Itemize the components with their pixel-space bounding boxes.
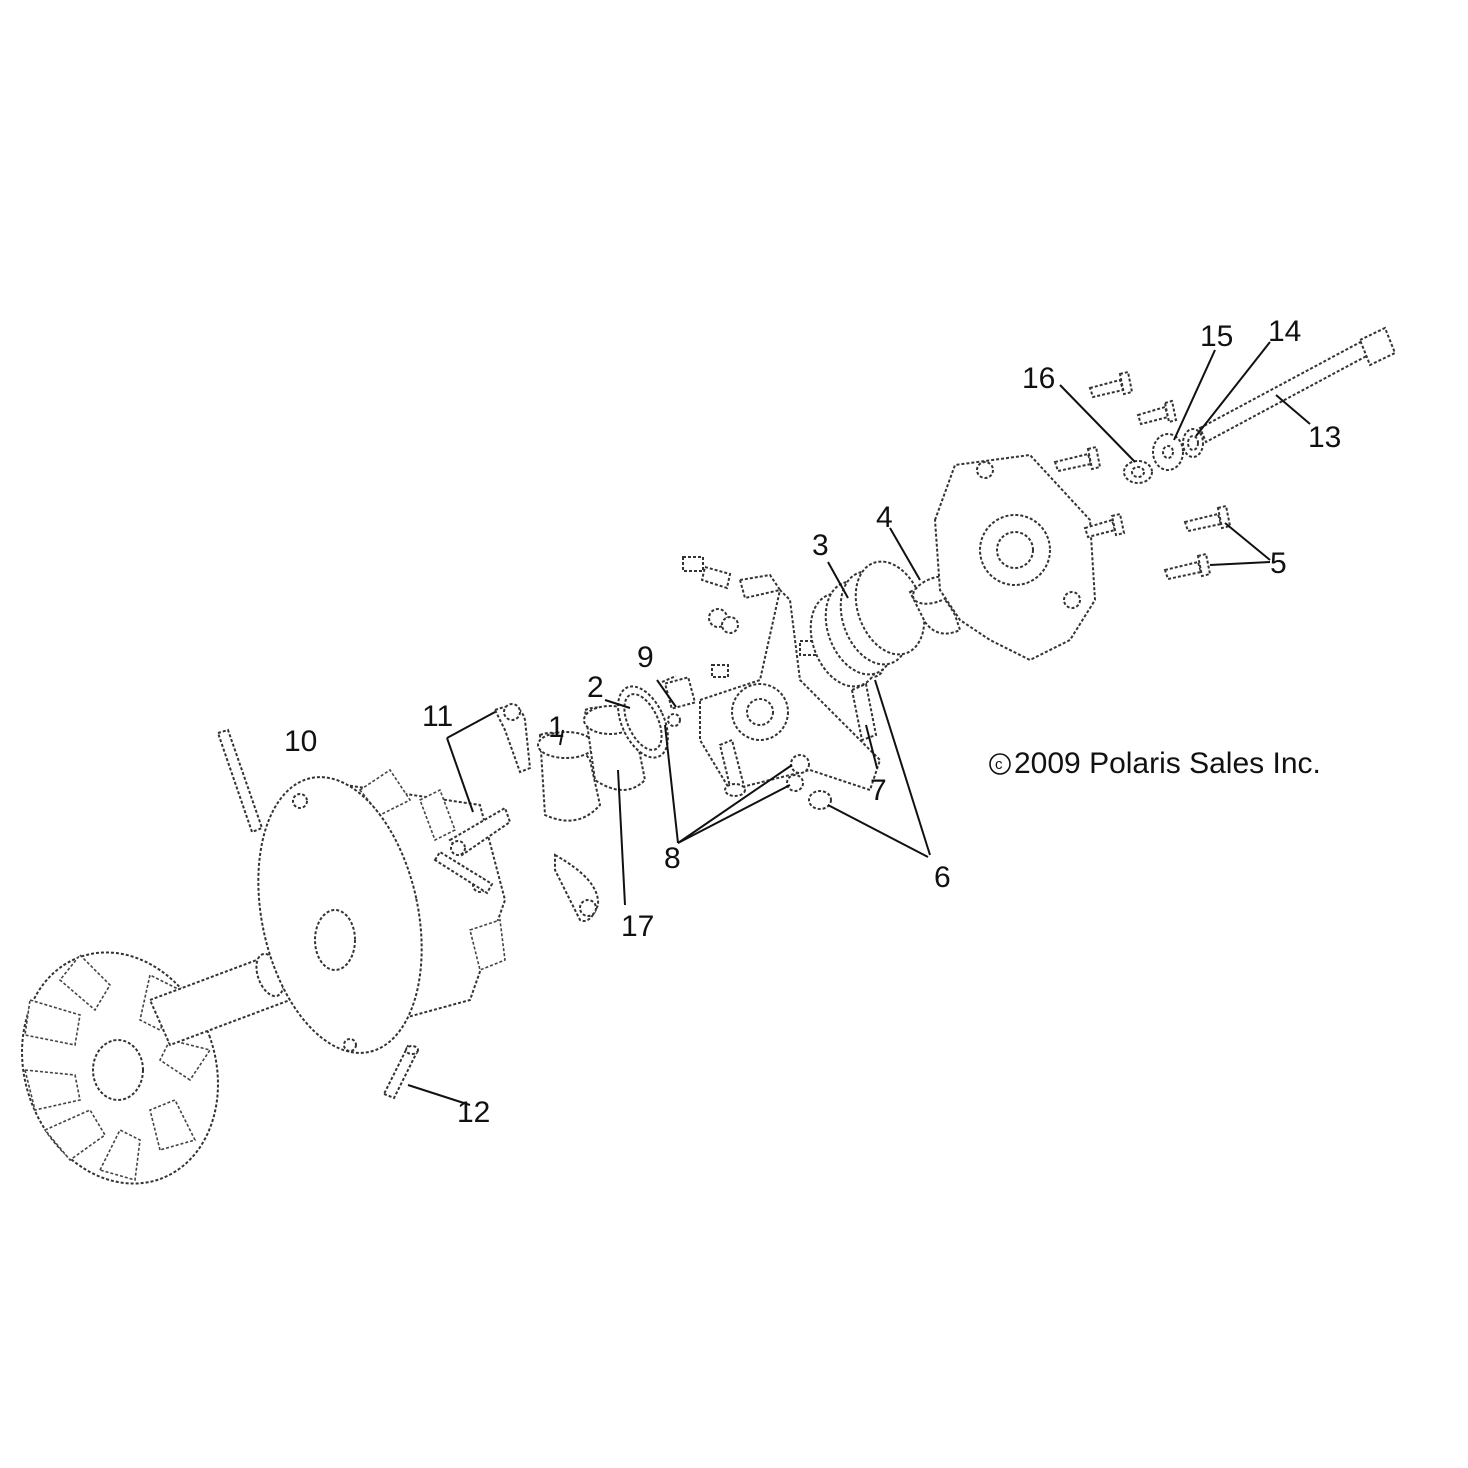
cover	[933, 453, 1097, 662]
movable-sheave	[257, 768, 507, 1054]
weight-11-lower	[448, 806, 512, 857]
callout-14: 14	[1268, 315, 1301, 348]
callout-4: 4	[876, 501, 893, 534]
callout-12: 12	[457, 1096, 490, 1129]
pin-sheave	[433, 850, 494, 895]
nut-10	[292, 793, 308, 809]
copyright-notice: c 2009 Polaris Sales Inc.	[989, 747, 1321, 780]
weight-11-upper	[493, 703, 532, 774]
washer-15	[1152, 433, 1184, 471]
callout-9: 9	[637, 641, 654, 674]
weight-17-area	[554, 853, 600, 922]
roller-9	[661, 675, 697, 727]
bushing-1	[537, 731, 602, 822]
spring-3	[809, 560, 926, 688]
shaft	[148, 952, 292, 1047]
callout-16: 16	[1022, 362, 1055, 395]
callout-3: 3	[812, 529, 829, 562]
callout-13: 13	[1308, 421, 1341, 454]
fan-sheave	[21, 951, 219, 1185]
callout-8: 8	[664, 842, 681, 875]
cover-bolts	[1053, 370, 1178, 539]
ring-2	[617, 685, 669, 759]
pin-7	[850, 682, 878, 742]
bolt-13	[1198, 326, 1397, 444]
pin-12	[382, 1044, 420, 1100]
callout-6: 6	[934, 861, 951, 894]
copyright-symbol: c	[995, 756, 1003, 773]
spacer-16	[1123, 460, 1153, 484]
callout-11: 11	[422, 700, 453, 733]
bolts-5	[1163, 504, 1232, 581]
callout-labels: 1 2 3 4 5 6 7 8 9 10 11 12 13 14 15 16 1…	[284, 315, 1341, 1129]
spider	[699, 573, 882, 797]
callout-7: 7	[870, 774, 887, 807]
callout-15: 15	[1200, 320, 1233, 353]
pin-upper-left	[216, 728, 264, 834]
rings-8	[786, 754, 810, 792]
callout-10: 10	[284, 725, 317, 758]
callout-17: 17	[621, 910, 654, 943]
callout-2: 2	[587, 671, 604, 704]
copyright-circle	[989, 753, 1011, 775]
callout-1: 1	[548, 711, 565, 744]
leader-lines	[407, 341, 1311, 1106]
lockwasher-14	[1182, 428, 1204, 458]
callout-5: 5	[1270, 547, 1287, 580]
spider-pins	[682, 556, 817, 656]
copyright-text: 2009 Polaris Sales Inc.	[1014, 747, 1321, 780]
